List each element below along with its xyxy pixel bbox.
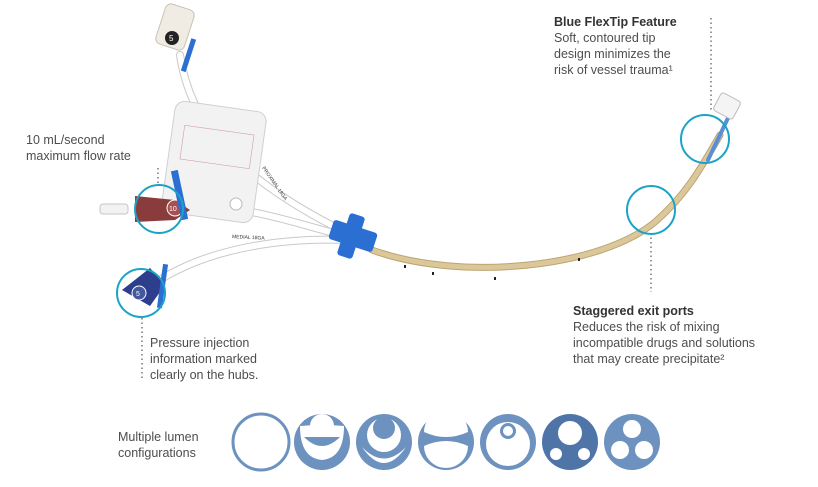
lumen-double-d — [480, 414, 536, 470]
lumen-double-b — [356, 414, 412, 470]
lumen-triple-b — [604, 414, 660, 470]
pressure-injection-callout: Pressure injection information marked cl… — [150, 335, 258, 383]
clamp-tag — [161, 100, 267, 224]
lumen-configurations-label: Multiple lumen configurations — [118, 429, 199, 461]
lumen-triple-a — [542, 414, 598, 470]
medial-line-label: MEDIAL 18GA — [232, 234, 266, 242]
flow-rate-line: maximum flow rate — [26, 149, 131, 163]
lumen-double-a — [294, 414, 350, 470]
hub-bottom: 5 — [122, 263, 169, 309]
lumen-configurations — [231, 410, 660, 472]
hub-middle: 10 — [99, 169, 190, 222]
junction-hub — [328, 213, 378, 259]
pressure-injection-line: Pressure injection — [150, 336, 250, 350]
flow-rate-line: 10 mL/second — [26, 133, 105, 147]
lumen-label-line: configurations — [118, 446, 196, 460]
pressure-injection-line: clearly on the hubs. — [150, 368, 259, 382]
tip-feature-title: Blue FlexTip Feature — [554, 15, 677, 29]
ports-highlight-circle — [626, 185, 676, 235]
flow-rate-callout: 10 mL/second maximum flow rate — [26, 132, 131, 164]
exit-ports-line: incompatible drugs and solutions — [573, 336, 756, 350]
lumen-label-line: Multiple lumen — [118, 430, 199, 444]
svg-text:5: 5 — [169, 34, 174, 43]
tip-feature-line: risk of vessel trauma¹ — [554, 63, 673, 77]
tip-feature-callout: Blue FlexTip Feature Soft, contoured tip… — [554, 14, 677, 78]
lumen-double-c — [418, 410, 474, 470]
tip-feature-line: design minimizes the — [554, 47, 671, 61]
hub-top: 5 — [155, 3, 197, 73]
tip-feature-line: Soft, contoured tip — [554, 31, 656, 45]
tip-highlight-circle — [680, 114, 730, 164]
exit-ports-callout: Staggered exit ports Reduces the risk of… — [573, 303, 755, 367]
svg-text:5: 5 — [136, 291, 140, 298]
exit-ports-line: Reduces the risk of mixing — [573, 320, 720, 334]
svg-text:10: 10 — [169, 206, 177, 213]
pressure-highlight-circle — [116, 268, 166, 318]
exit-ports-title: Staggered exit ports — [573, 304, 694, 318]
flow-highlight-circle — [134, 184, 184, 234]
pressure-injection-line: information marked — [150, 352, 257, 366]
catheter-shaft — [368, 131, 724, 271]
lumen-single — [231, 412, 291, 472]
exit-ports-line: that may create precipitate² — [573, 352, 725, 366]
